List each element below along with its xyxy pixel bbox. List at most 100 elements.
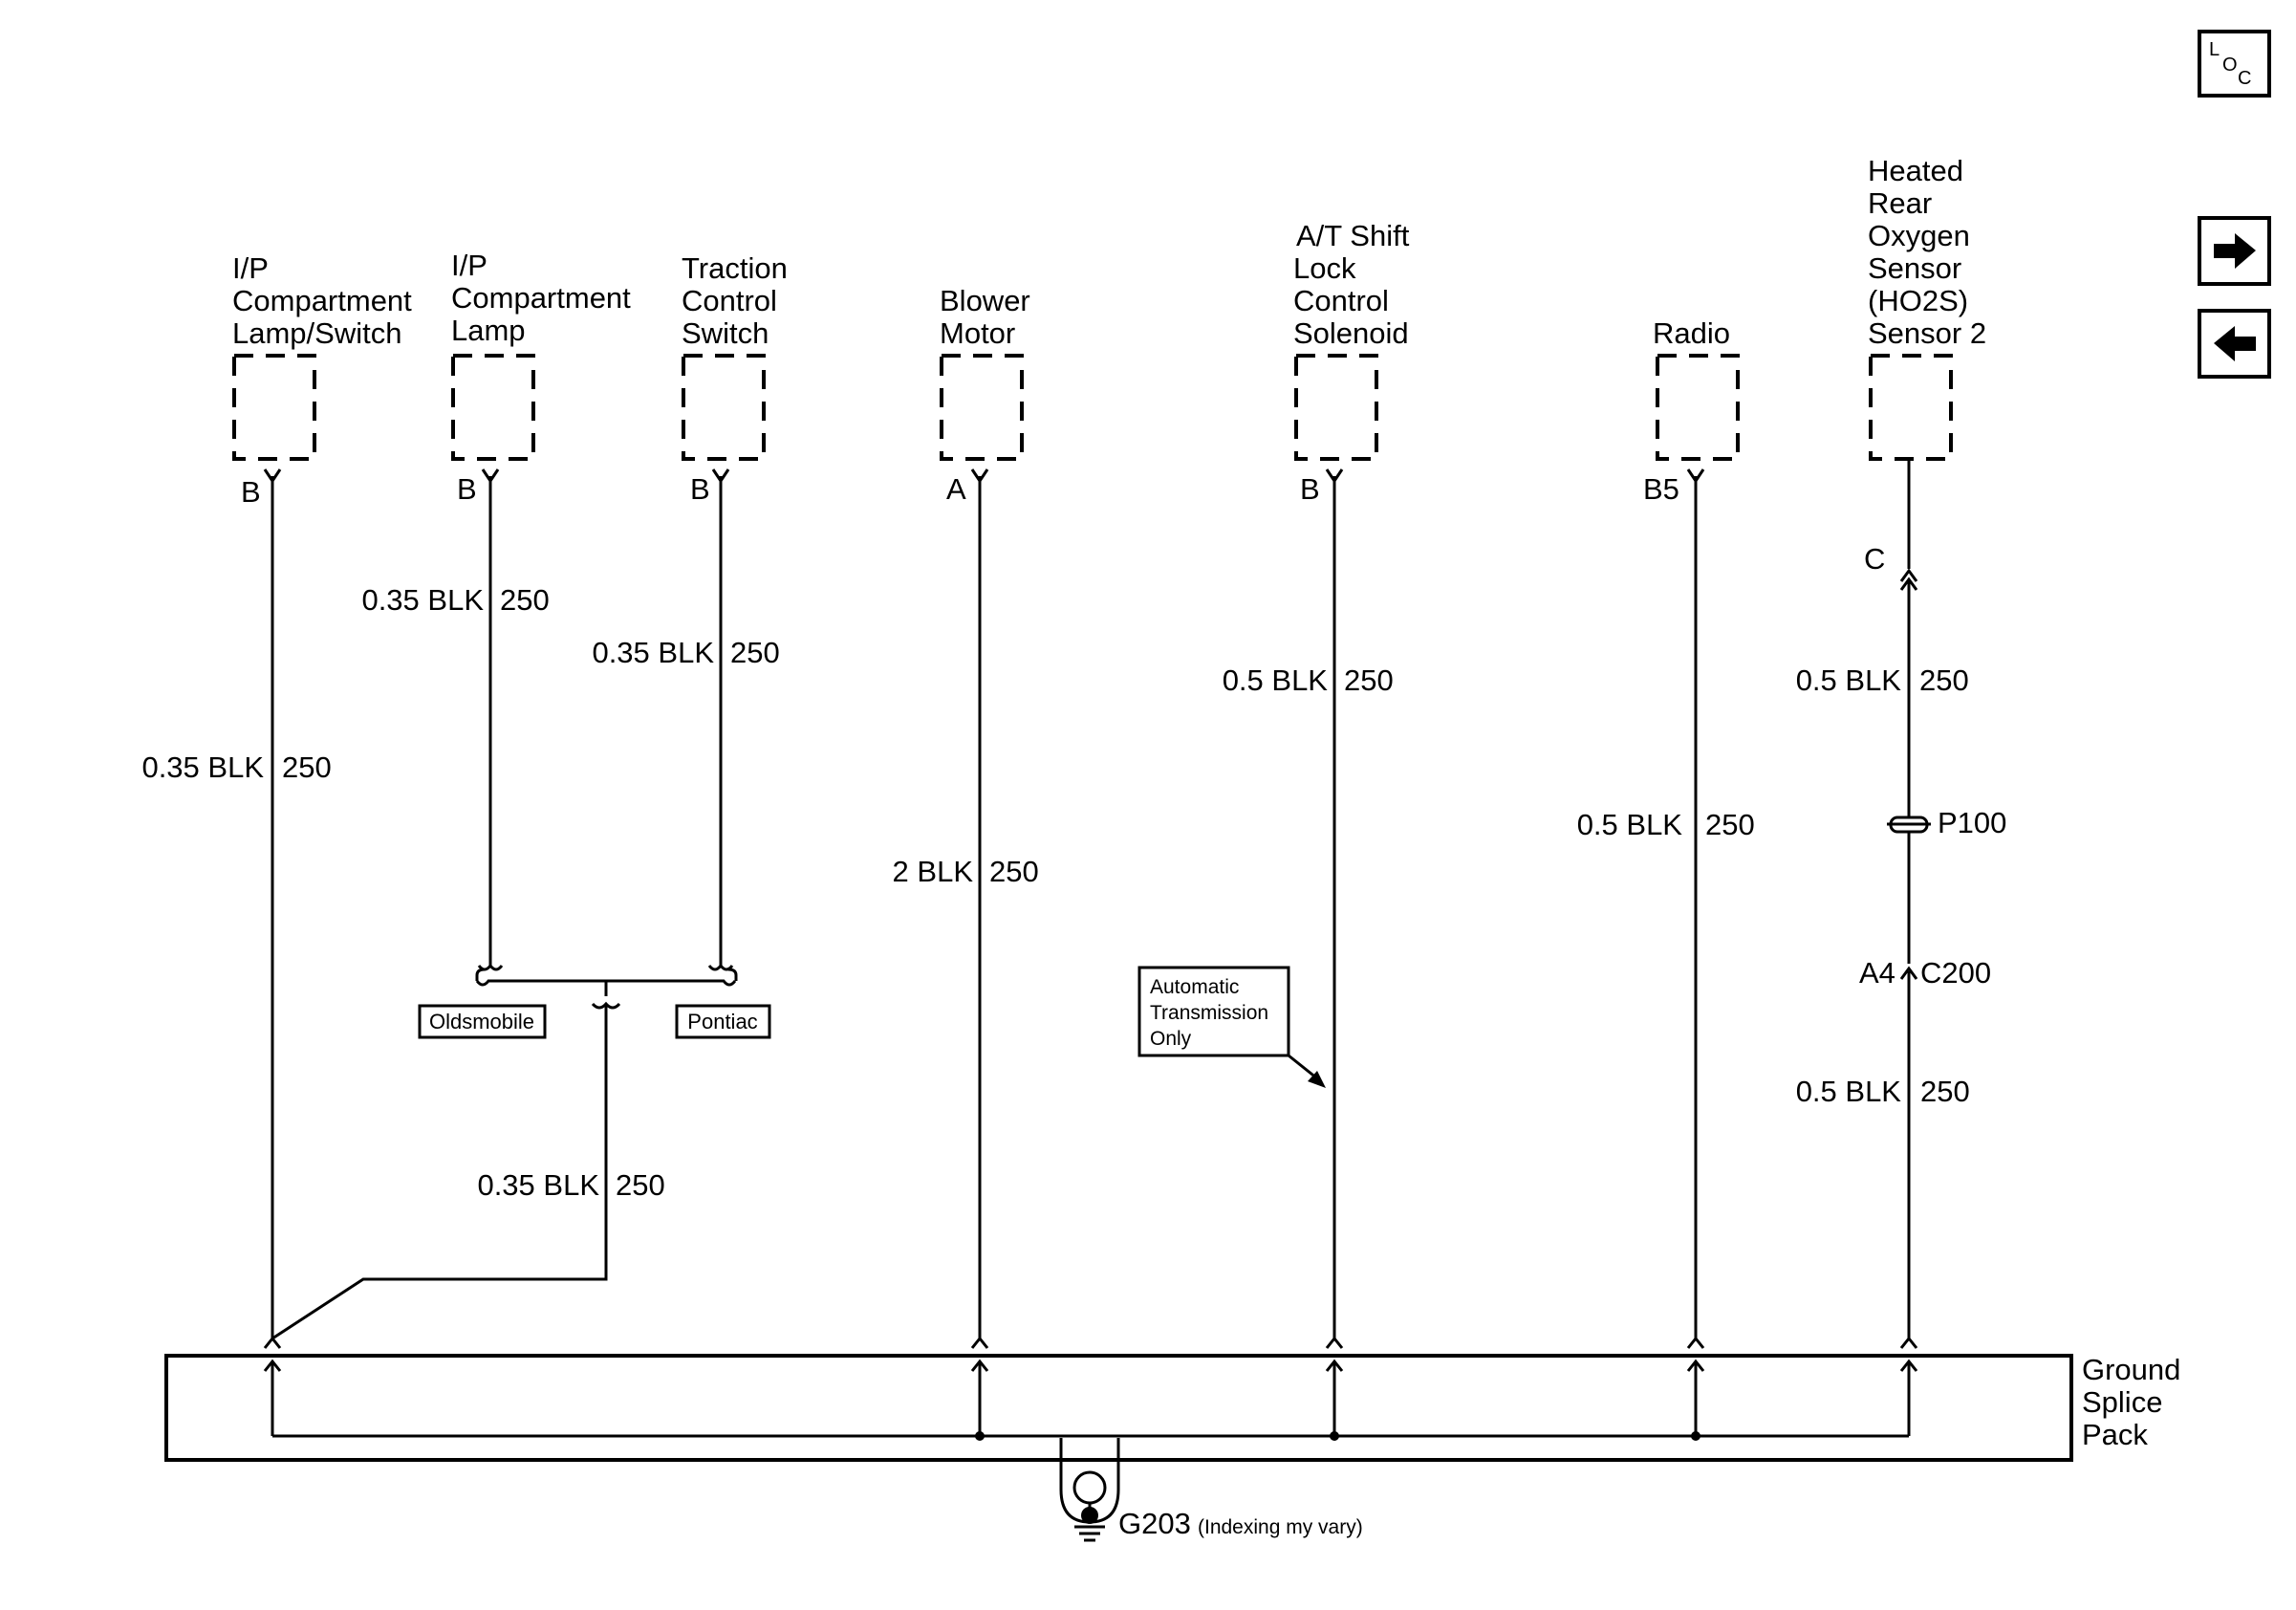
component-label-ip-compartment-lamp: I/P Compartment Lamp xyxy=(451,249,631,347)
splice-input-chevrons xyxy=(263,1336,1918,1349)
loc-letter-l: L xyxy=(2209,39,2220,60)
label-line: Radio xyxy=(1653,316,1730,350)
label-line: Lamp/Switch xyxy=(232,316,401,350)
wire-gauge-label: 0.35 BLK xyxy=(361,583,484,617)
label-line: Splice xyxy=(2082,1385,2162,1419)
loc-letter-c: C xyxy=(2238,68,2251,89)
label-line: Pack xyxy=(2082,1418,2148,1451)
note-line: Automatic xyxy=(1150,976,1239,998)
connector-label: C200 xyxy=(1920,956,1991,990)
component-label-blower-motor: Blower Motor xyxy=(940,284,1030,350)
option-oldsmobile-label: Oldsmobile xyxy=(429,1010,534,1033)
label-line: A/T Shift xyxy=(1296,219,1410,252)
previous-page-button[interactable] xyxy=(2198,309,2271,379)
label-line: Sensor 2 xyxy=(1868,316,1986,350)
ground-id-label: G203 xyxy=(1118,1507,1191,1540)
wire-label-traction-control-switch: 0.35 BLK 250 xyxy=(592,636,779,669)
wire-gauge-label: 0.5 BLK xyxy=(1796,1075,1902,1108)
component-box-traction-control-switch xyxy=(682,354,766,461)
wire-gauge-label: 0.35 BLK xyxy=(592,636,714,669)
splice-pack-label: Ground Splice Pack xyxy=(2082,1353,2180,1451)
wire-circuit-label: 250 xyxy=(1919,664,1969,697)
option-pontiac-label: Pontiac xyxy=(687,1010,757,1033)
pin-label: A xyxy=(946,472,966,506)
label-line: (HO2S) xyxy=(1868,284,1968,317)
option-pontiac-badge: Pontiac xyxy=(675,1004,771,1039)
loc-icon: L O C xyxy=(2209,39,2251,89)
component-label-ip-compartment-lamp-switch: I/P Compartment Lamp/Switch xyxy=(232,251,412,350)
wire-label-at-shift-lock: 0.5 BLK 250 xyxy=(1223,664,1394,697)
component-label-traction-control-switch: Traction Control Switch xyxy=(682,251,788,350)
wire-circuit-label: 250 xyxy=(500,583,550,617)
wire-circuit-label: 250 xyxy=(1344,664,1394,697)
wire-label-ip-compartment-lamp-switch: 0.35 BLK 250 xyxy=(141,751,331,784)
pass-through-p100-icon xyxy=(1887,816,1931,834)
note-line: Only xyxy=(1150,1028,1192,1050)
pass-through-label: P100 xyxy=(1938,806,2006,839)
wire-circuit-label: 250 xyxy=(1705,808,1755,841)
note-line: Transmission xyxy=(1150,1002,1268,1024)
pin-label: B xyxy=(457,472,477,506)
label-line: Blower xyxy=(940,284,1030,317)
ground-g203-icon xyxy=(1059,1438,1120,1542)
wire-gauge-label: 2 BLK xyxy=(893,855,974,888)
component-label-heated-o2-sensor: Heated Rear Oxygen Sensor (HO2S) Sensor … xyxy=(1868,154,1986,350)
component-box-blower-motor xyxy=(940,354,1024,461)
loc-button[interactable]: L O C xyxy=(2198,30,2271,98)
pin-label: B xyxy=(690,472,710,506)
arrow-right-icon xyxy=(2214,233,2256,269)
wire-label-merged: 0.35 BLK 250 xyxy=(477,1168,664,1202)
arrow-left-icon xyxy=(2214,326,2256,361)
pin-label: B5 xyxy=(1643,472,1679,506)
component-box-at-shift-lock xyxy=(1294,354,1378,461)
wire-label-radio: 0.5 BLK 250 xyxy=(1577,808,1755,841)
pin-label: C xyxy=(1864,542,1885,576)
wire-label-heated-o2-sensor-lower: 0.5 BLK 250 xyxy=(1796,1075,1970,1108)
wire-gauge-label: 0.35 BLK xyxy=(477,1168,599,1202)
terminal-marks xyxy=(263,468,1705,484)
label-line: Lock xyxy=(1293,251,1356,285)
component-box-heated-o2-sensor xyxy=(1869,354,1953,461)
option-oldsmobile-badge: Oldsmobile xyxy=(418,1004,547,1039)
connector-pin-label: A4 xyxy=(1859,956,1895,990)
label-line: Rear xyxy=(1868,186,1932,220)
option-branch xyxy=(475,963,738,1010)
label-line: Control xyxy=(682,284,777,317)
next-page-button[interactable] xyxy=(2198,216,2271,286)
label-line: Sensor xyxy=(1868,251,1961,285)
wire-gauge-label: 0.5 BLK xyxy=(1796,664,1902,697)
wire-circuit-label: 250 xyxy=(282,751,332,784)
label-line: Motor xyxy=(940,316,1015,350)
pin-label: B xyxy=(241,475,261,509)
wire-circuit-label: 250 xyxy=(1920,1075,1970,1108)
pin-label: B xyxy=(1300,472,1320,506)
wire-circuit-label: 250 xyxy=(730,636,780,669)
label-line: Solenoid xyxy=(1293,316,1409,350)
component-box-ip-compartment-lamp xyxy=(451,354,535,461)
splice-internal-bus xyxy=(263,1359,1918,1441)
wire-label-blower-motor: 2 BLK 250 xyxy=(893,855,1039,888)
wire-ip-compartment-lamp-switch xyxy=(271,476,608,1340)
label-line: I/P xyxy=(232,251,269,285)
wire-gauge-label: 0.35 BLK xyxy=(141,751,264,784)
note-pointer-arrow-icon xyxy=(1308,1071,1326,1088)
component-label-at-shift-lock: A/T Shift Lock Control Solenoid xyxy=(1293,219,1410,350)
component-label-radio: Radio xyxy=(1653,316,1730,350)
wire-heated-o2-sensor xyxy=(1899,461,1918,1338)
wire-circuit-label: 250 xyxy=(616,1168,665,1202)
label-line: Heated xyxy=(1868,154,1963,187)
label-line: I/P xyxy=(451,249,487,282)
wire-label-ip-compartment-lamp: 0.35 BLK 250 xyxy=(361,583,549,617)
note-automatic-transmission-only: Automatic Transmission Only xyxy=(1137,966,1326,1088)
wire-circuit-label: 250 xyxy=(989,855,1039,888)
wire-label-heated-o2-sensor-upper: 0.5 BLK 250 xyxy=(1796,664,1969,697)
label-line: Compartment xyxy=(451,281,631,315)
ground-note-label: (Indexing my vary) xyxy=(1198,1516,1363,1538)
label-line: Oxygen xyxy=(1868,219,1970,252)
label-line: Traction xyxy=(682,251,788,285)
label-line: Control xyxy=(1293,284,1389,317)
loc-letter-o: O xyxy=(2222,54,2238,76)
label-line: Switch xyxy=(682,316,769,350)
label-line: Compartment xyxy=(232,284,412,317)
